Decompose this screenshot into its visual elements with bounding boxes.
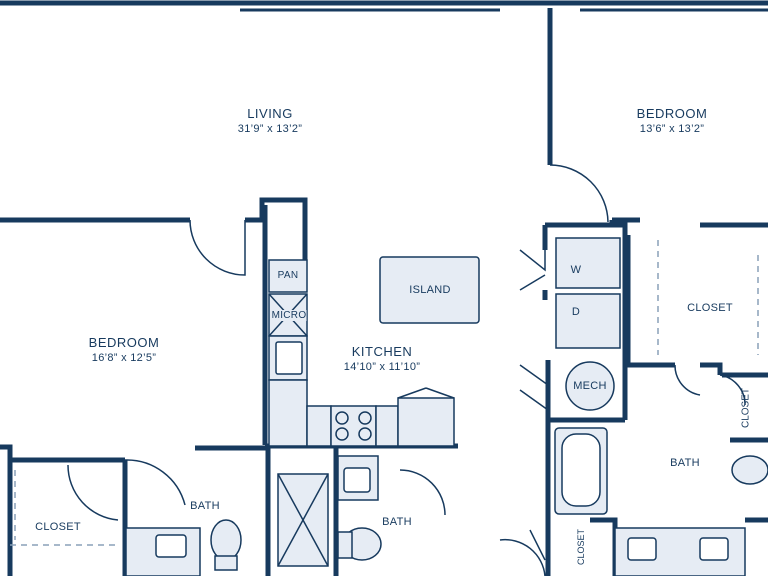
closet-right-small-label: CLOSET bbox=[740, 387, 752, 429]
pantry-label: PAN bbox=[277, 270, 299, 281]
island bbox=[379, 256, 480, 324]
range bbox=[330, 405, 377, 447]
pantry bbox=[268, 259, 308, 293]
toilet-right bbox=[731, 455, 768, 485]
bedroom1-label: BEDROOM bbox=[636, 106, 708, 121]
bedroom2-dims: 16’8” x 12’5” bbox=[91, 352, 157, 364]
bath-middle-label: BATH bbox=[382, 516, 412, 528]
fixtures bbox=[125, 237, 768, 576]
bath-left-label: BATH bbox=[190, 500, 220, 512]
utility-wall bbox=[545, 222, 628, 420]
mech-unit bbox=[565, 361, 615, 411]
bedroom2-bottom-wall bbox=[0, 444, 125, 463]
closet-right-label: CLOSET bbox=[687, 302, 733, 314]
bath-right-label: BATH bbox=[670, 457, 700, 469]
living-dims: 31’9” x 13’2” bbox=[237, 123, 303, 135]
dryer bbox=[555, 293, 621, 349]
bedroom2-label: BEDROOM bbox=[88, 335, 160, 350]
closet-bath-small-label: CLOSET bbox=[576, 528, 586, 566]
toilet-left bbox=[210, 519, 242, 561]
counter bbox=[268, 379, 308, 447]
closet-rods bbox=[10, 240, 759, 546]
island-label: ISLAND bbox=[409, 284, 451, 296]
living-label: LIVING bbox=[247, 106, 293, 121]
mech-label: MECH bbox=[573, 380, 607, 392]
kitchen-label: KITCHEN bbox=[351, 344, 413, 359]
micro-label: MICRO bbox=[271, 310, 307, 321]
dryer-label: D bbox=[571, 306, 581, 318]
bedroom1-dims: 13’6” x 13’2” bbox=[639, 123, 705, 135]
door-swings bbox=[67, 164, 746, 576]
washer bbox=[555, 237, 621, 289]
fridge bbox=[397, 397, 455, 447]
closet-left-label: CLOSET bbox=[35, 521, 81, 533]
kitchen-dims: 14’10” x 11’10” bbox=[343, 361, 421, 373]
washer-label: W bbox=[570, 264, 582, 276]
